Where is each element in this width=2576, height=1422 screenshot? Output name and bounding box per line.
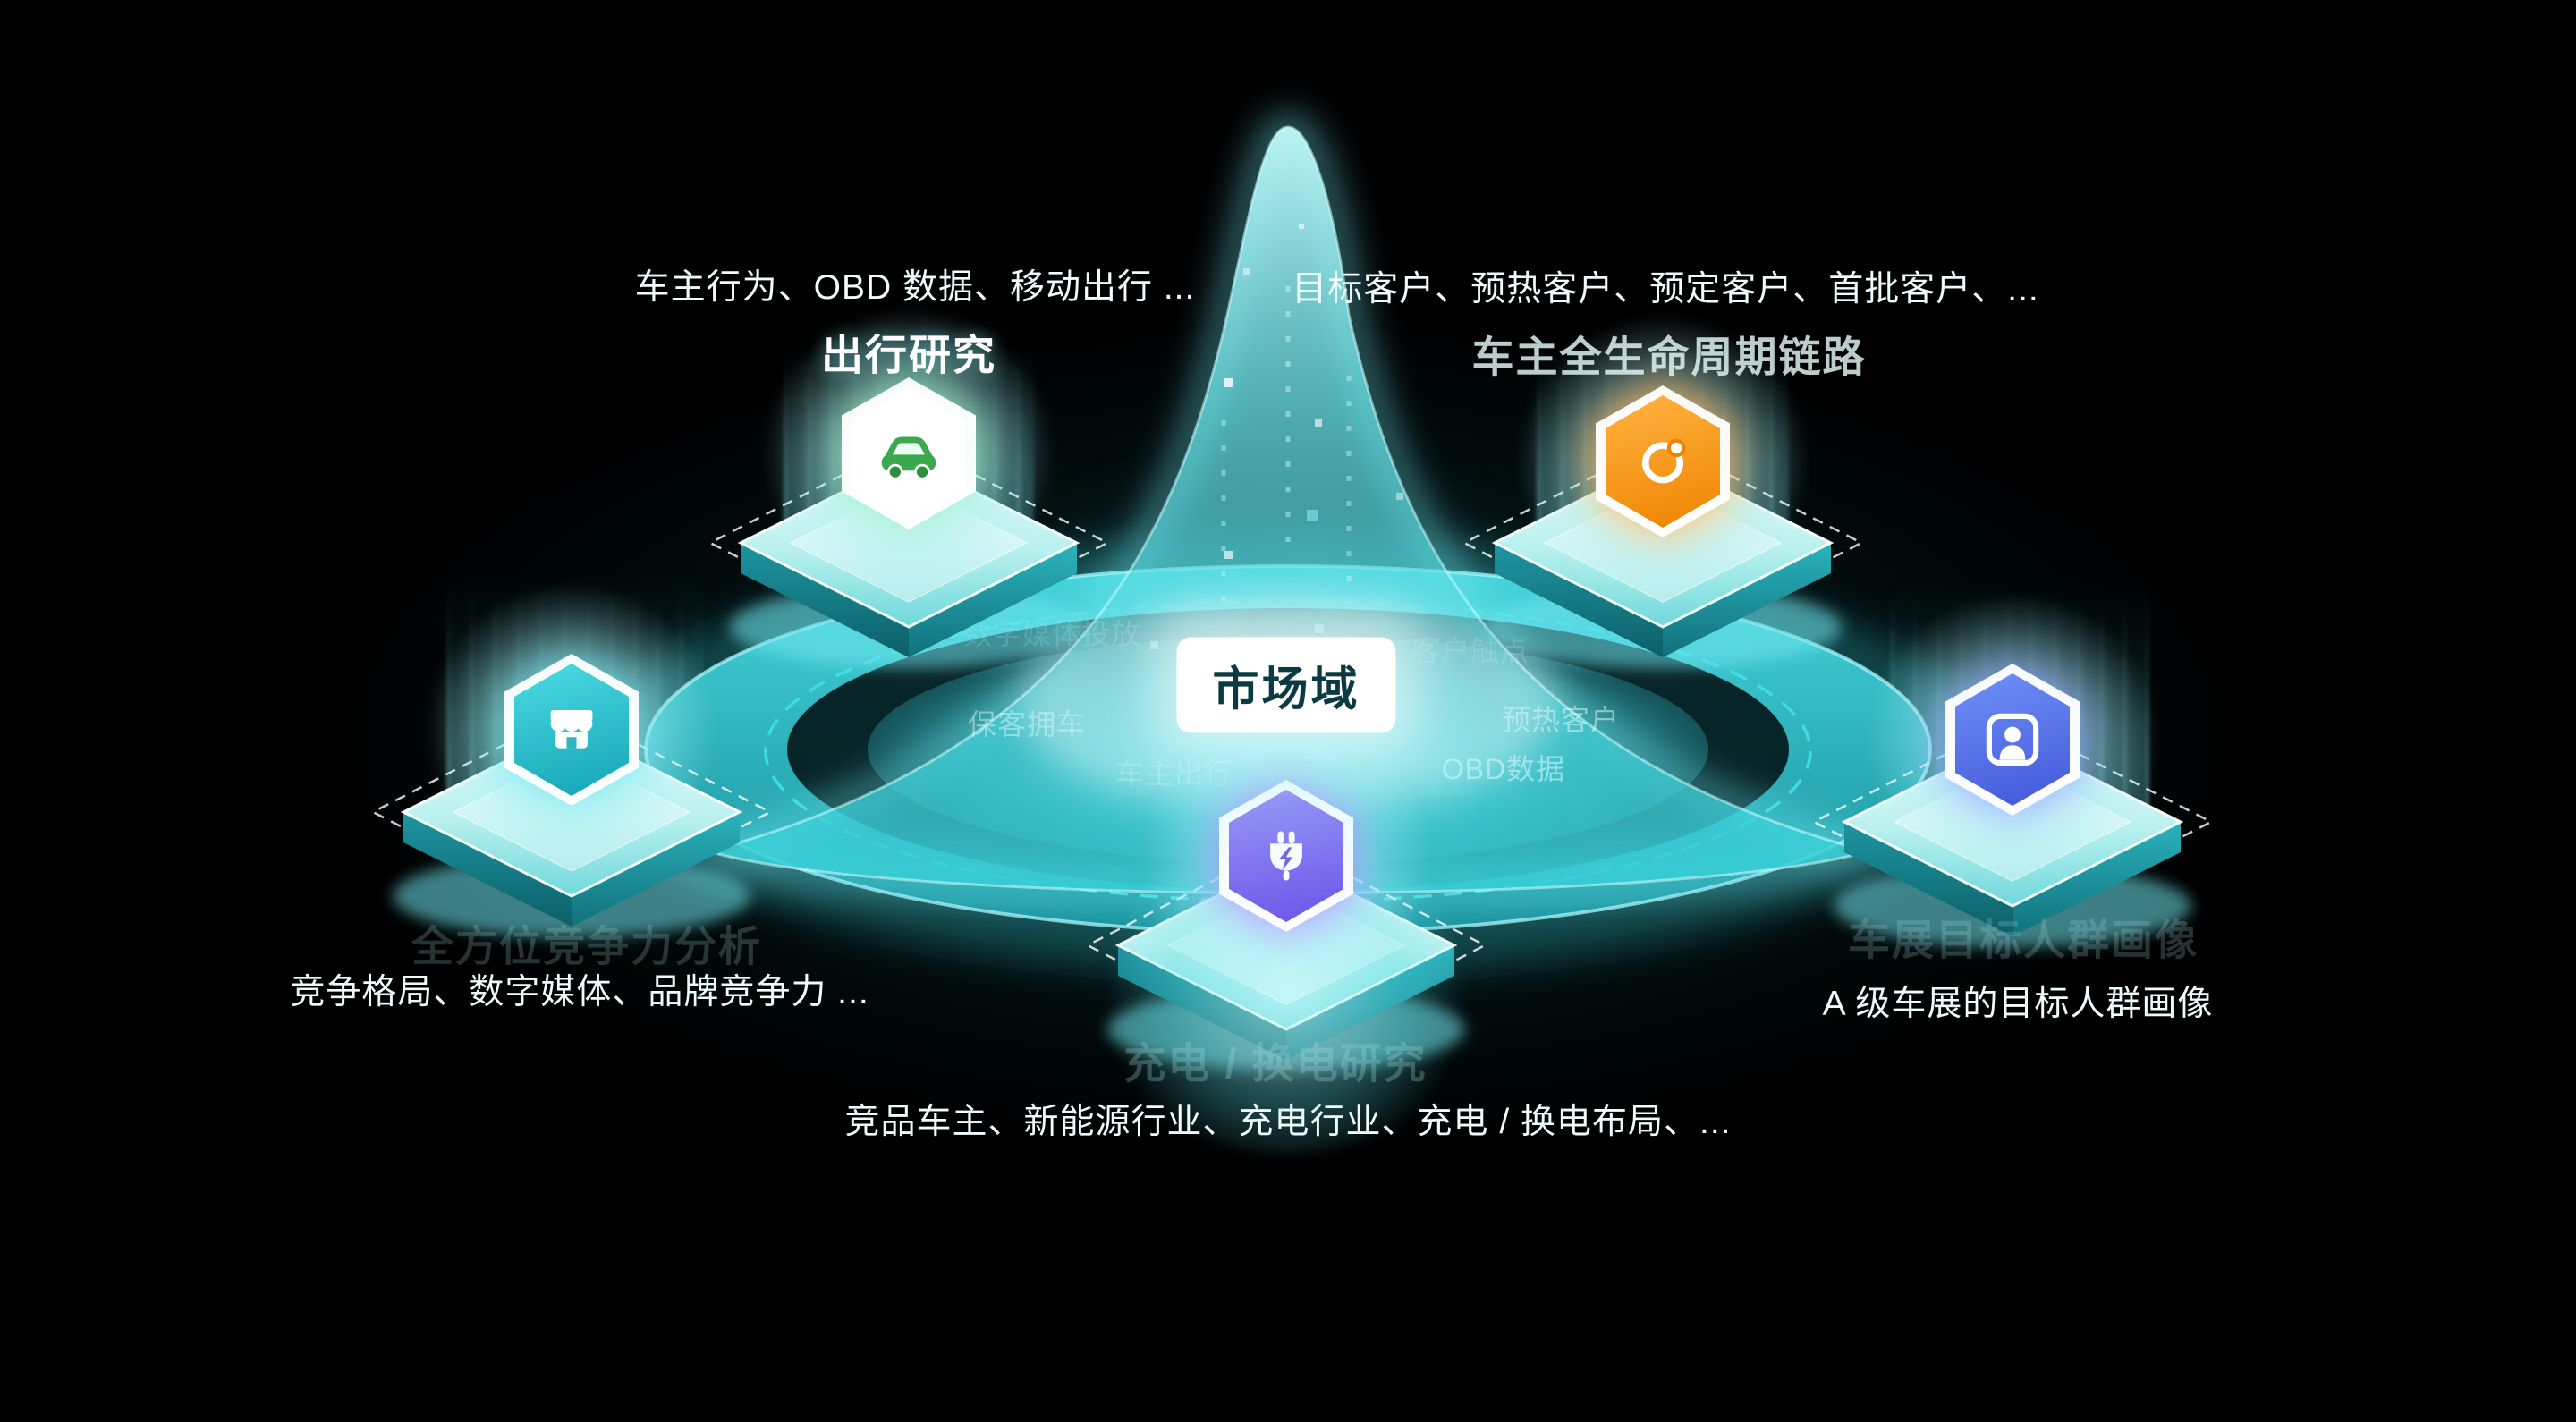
ring-label: 保客拥车: [967, 708, 1087, 741]
competitiveness-title: 全方位竞争力分析: [411, 922, 762, 970]
charging-research-desc: 竞品车主、新能源行业、充电行业、充电 / 换电布局、...: [844, 1103, 1732, 1141]
storefront-icon: [550, 710, 593, 749]
owner-lifecycle-title: 车主全生命周期链路: [1471, 333, 1867, 381]
orbit-icon: [1641, 438, 1686, 484]
charging-plug-icon: [1270, 831, 1302, 881]
audience-portrait-desc: A 级车展的目标人群画像: [1822, 985, 2214, 1023]
audience-portrait-title: 车展目标人群画像: [1848, 916, 2199, 964]
center-domain-badge: 市场域: [1176, 637, 1396, 733]
car-icon: [881, 436, 936, 480]
travel-research-desc: 车主行为、OBD 数据、移动出行 ...: [634, 268, 1196, 307]
owner-lifecycle-desc: 目标客户、预热客户、预定客户、首批客户、...: [1292, 270, 2039, 309]
person-badge-icon-hexagon: [1945, 664, 2080, 816]
person-badge-icon: [1986, 713, 2039, 766]
ring-label: OBD数据: [1441, 753, 1566, 785]
ring-label: 预热客户: [1501, 704, 1621, 736]
car-icon-hexagon: [842, 377, 976, 529]
competitiveness-desc: 竞争格局、数字媒体、品牌竞争力 ...: [290, 973, 869, 1011]
travel-research-title: 出行研究: [821, 331, 996, 379]
charging-plug-icon-hexagon: [1219, 780, 1353, 932]
orbit-icon-hexagon: [1596, 385, 1730, 537]
charging-research-title: 充电 / 换电研究: [1123, 1039, 1428, 1088]
storefront-icon-hexagon: [504, 654, 639, 806]
